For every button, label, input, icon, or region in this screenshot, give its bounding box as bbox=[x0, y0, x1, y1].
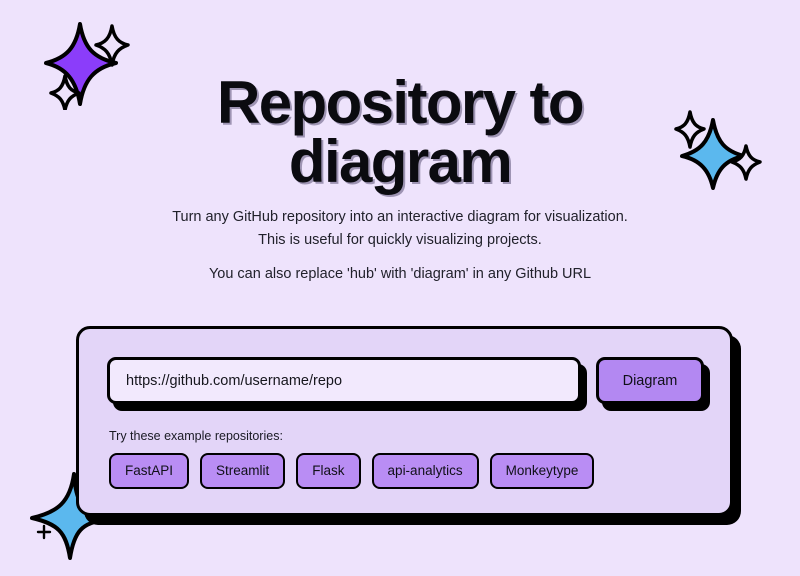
example-chip[interactable]: api-analytics bbox=[371, 453, 479, 489]
example-chip-list: FastAPI Streamlit Flask api-analytics Mo… bbox=[109, 453, 595, 489]
example-chip[interactable]: FastAPI bbox=[109, 453, 190, 489]
example-chip[interactable]: Flask bbox=[296, 453, 361, 489]
subtitle-spacer bbox=[0, 252, 800, 263]
url-input-holder bbox=[107, 357, 587, 411]
subtitle-line-3: You can also replace 'hub' with 'diagram… bbox=[208, 265, 592, 282]
examples-label: Try these example repositories: bbox=[109, 429, 283, 443]
diagram-button-holder: Diagram bbox=[596, 357, 710, 411]
search-row: Diagram bbox=[107, 357, 710, 411]
card-surface: Diagram Try these example repositories: … bbox=[76, 326, 733, 516]
subtitle-line-1: Turn any GitHub repository into an inter… bbox=[172, 209, 628, 225]
example-chip[interactable]: Streamlit bbox=[200, 453, 286, 489]
example-chip[interactable]: Monkeytype bbox=[489, 453, 595, 489]
page-subtitle: Turn any GitHub repository into an inter… bbox=[0, 206, 800, 286]
subtitle-line-2: This is useful for quickly visualizing p… bbox=[258, 231, 542, 248]
repo-input-card: Diagram Try these example repositories: … bbox=[76, 326, 741, 525]
repo-url-input[interactable] bbox=[107, 357, 581, 404]
page-title: Repository to diagram bbox=[217, 69, 584, 195]
diagram-submit-button[interactable]: Diagram bbox=[596, 357, 704, 404]
